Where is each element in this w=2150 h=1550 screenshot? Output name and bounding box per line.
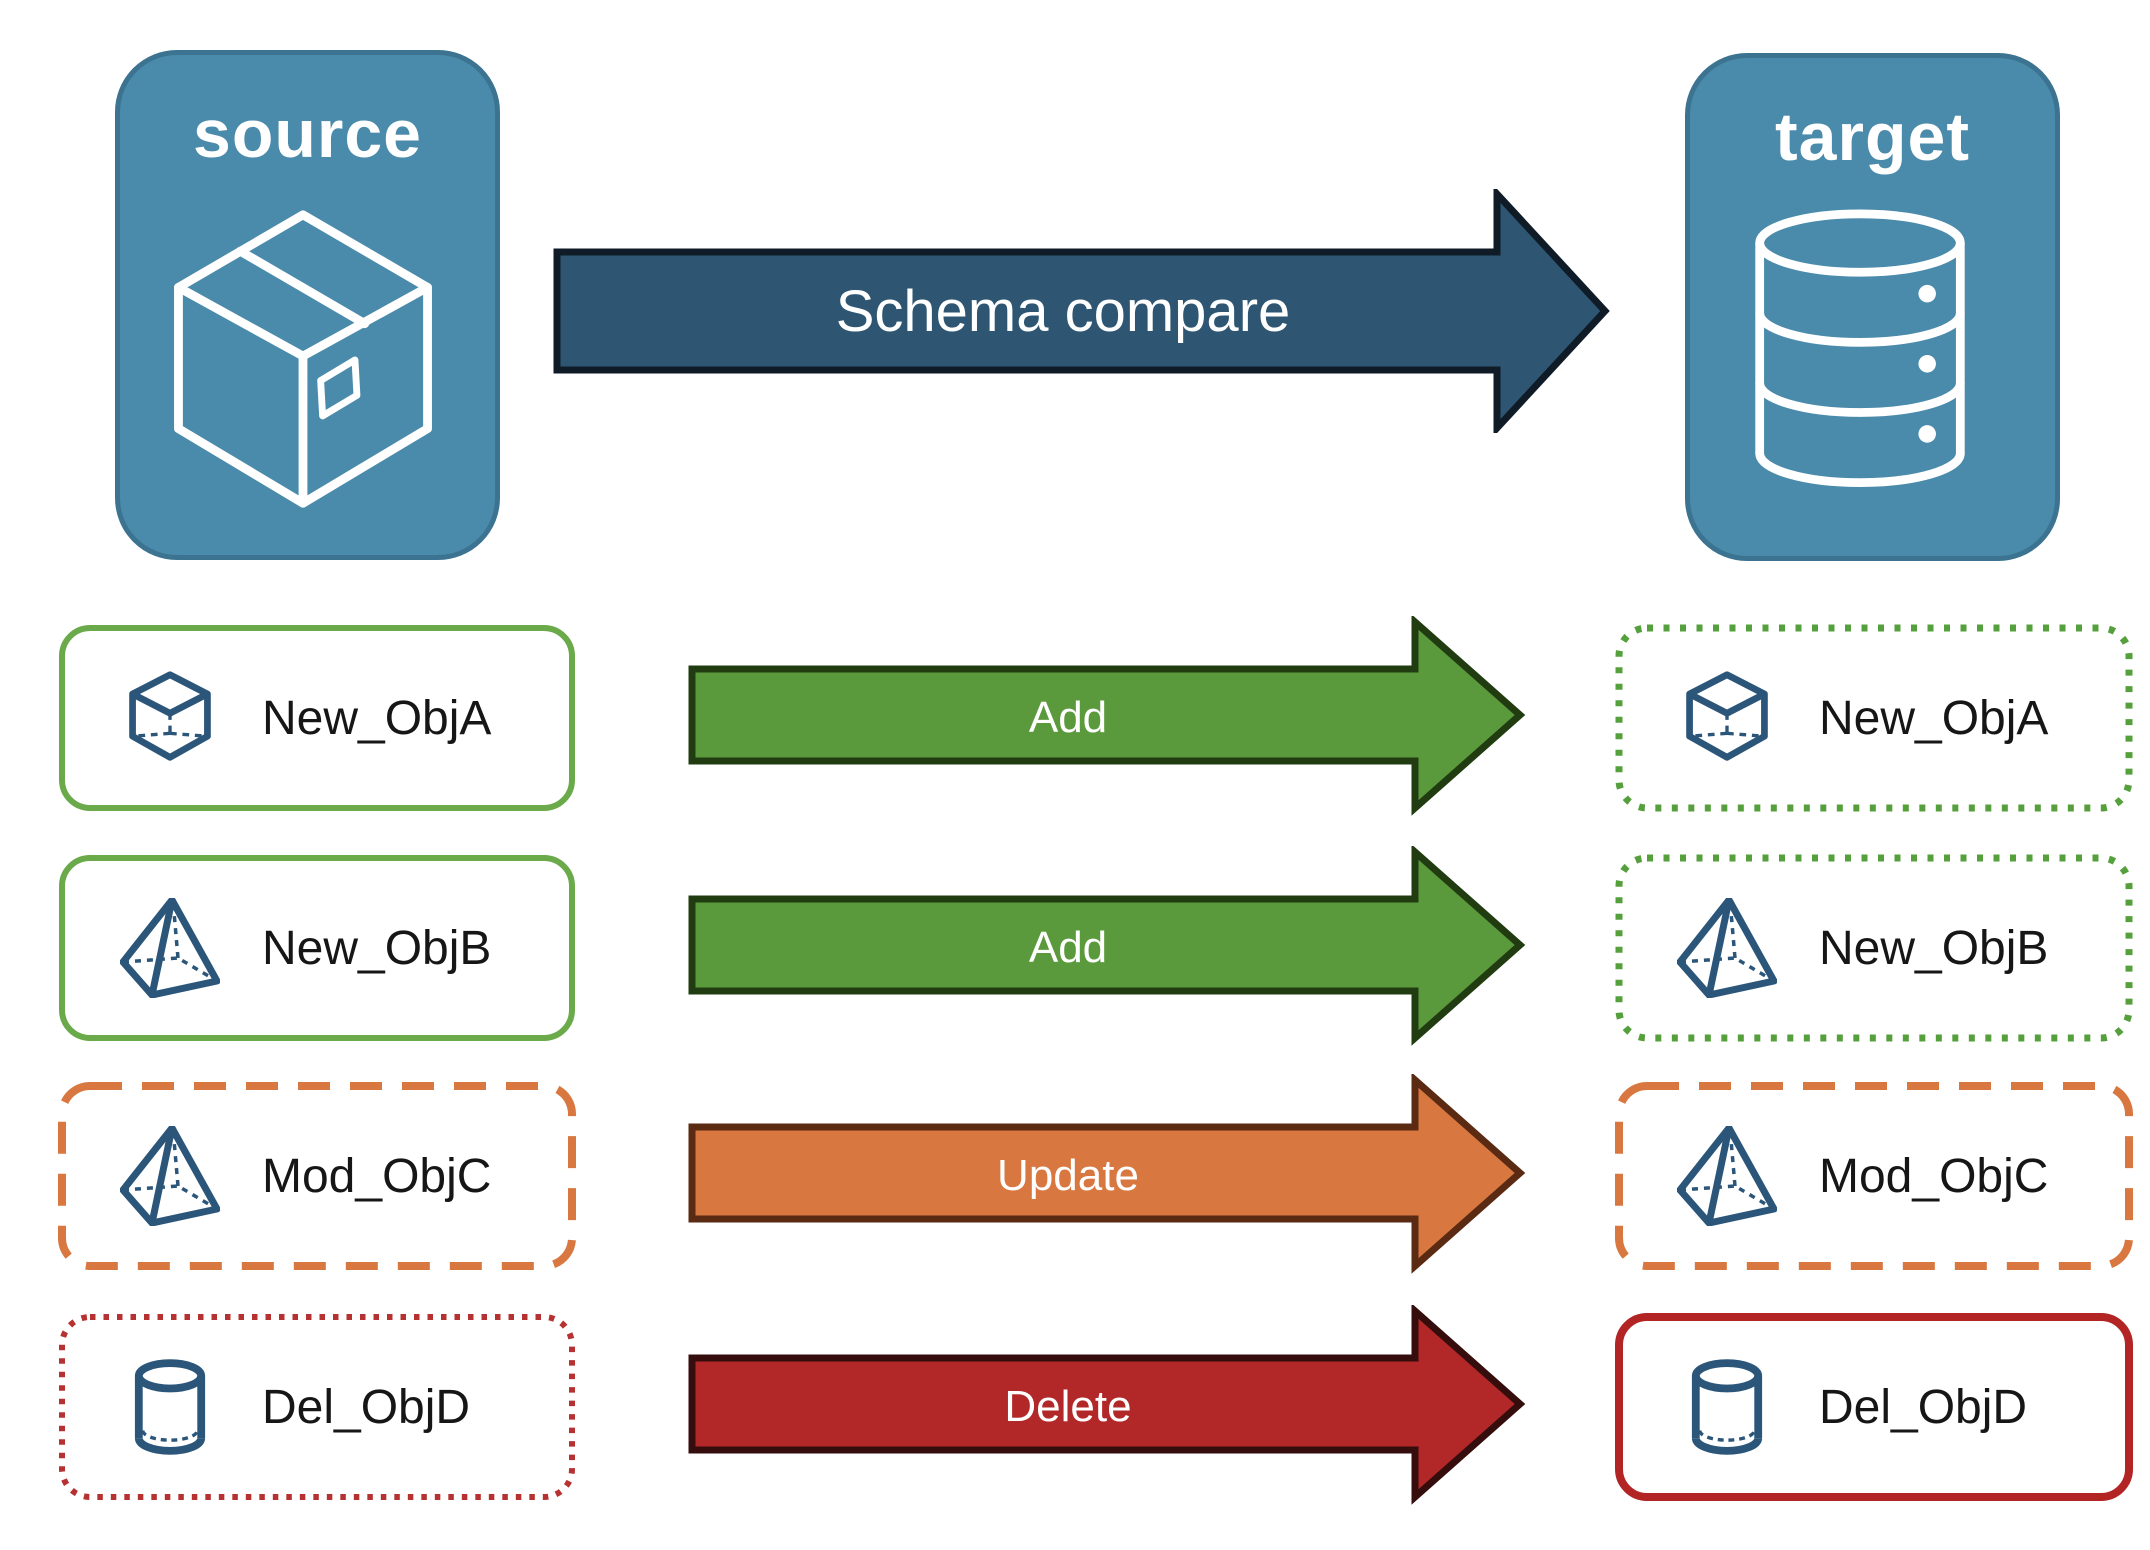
- object-label: Mod_ObjC: [1819, 1149, 2049, 1203]
- delete-arrow: Delete: [688, 1305, 1528, 1509]
- cylinder-icon: [1675, 1358, 1779, 1456]
- pyramid-icon: [1675, 1126, 1779, 1226]
- schema-compare-arrow: Schema compare: [553, 189, 1613, 433]
- object-label: New_ObjA: [1819, 691, 2049, 745]
- target-object-mod-objc: Mod_ObjC: [1615, 1082, 2133, 1270]
- source-node: source: [115, 50, 500, 560]
- object-label: New_ObjB: [1819, 921, 2049, 975]
- package-icon: [170, 207, 436, 516]
- add-arrow-1: Add: [688, 616, 1528, 820]
- object-label: New_ObjB: [262, 921, 492, 975]
- source-object-new-obja: New_ObjA: [58, 624, 576, 812]
- source-title: source: [193, 96, 422, 172]
- object-label: New_ObjA: [262, 691, 492, 745]
- source-object-mod-objc: Mod_ObjC: [58, 1082, 576, 1270]
- target-object-new-objb: New_ObjB: [1615, 854, 2133, 1042]
- cylinder-icon: [118, 1358, 222, 1456]
- target-object-new-obja: New_ObjA: [1615, 624, 2133, 812]
- target-title: target: [1775, 99, 1970, 175]
- compare-arrow-shape: [553, 189, 1610, 433]
- object-label: Del_ObjD: [262, 1380, 471, 1434]
- pyramid-icon: [118, 898, 222, 998]
- pyramid-icon: [118, 1126, 222, 1226]
- target-node: target: [1685, 53, 2060, 561]
- object-label: Mod_ObjC: [262, 1149, 492, 1203]
- database-icon: [1748, 205, 1972, 514]
- source-object-del-objd: Del_ObjD: [58, 1313, 576, 1501]
- target-object-del-objd: Del_ObjD: [1615, 1313, 2133, 1501]
- object-label: Del_ObjD: [1819, 1380, 2028, 1434]
- source-object-new-objb: New_ObjB: [58, 854, 576, 1042]
- cube-icon: [118, 670, 222, 766]
- add-arrow-2: Add: [688, 846, 1528, 1050]
- pyramid-icon: [1675, 898, 1779, 998]
- update-arrow: Update: [688, 1074, 1528, 1278]
- cube-icon: [1675, 670, 1779, 766]
